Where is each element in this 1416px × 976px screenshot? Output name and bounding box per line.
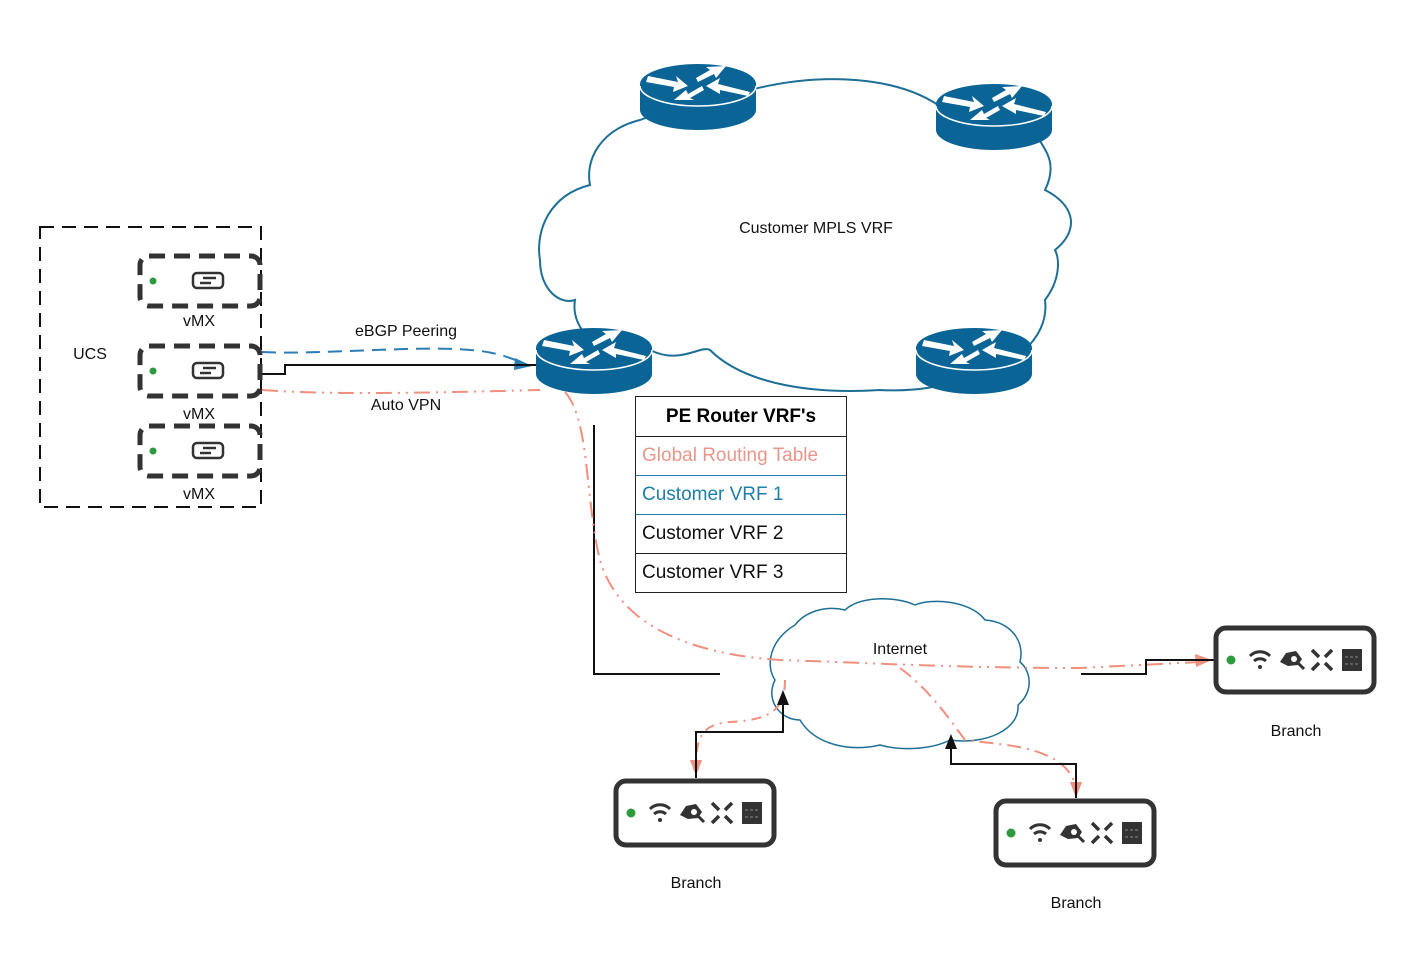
vrf-row-global: Global Routing Table bbox=[636, 436, 846, 475]
vmx-label-2: vMX bbox=[183, 406, 215, 423]
pe-internet-link bbox=[593, 425, 720, 675]
branch-label-middle: Branch bbox=[1051, 895, 1102, 912]
branch-device-right[interactable] bbox=[1216, 628, 1374, 692]
vrf-row-customer-3: Customer VRF 3 bbox=[636, 553, 846, 592]
branch-device-middle[interactable] bbox=[996, 801, 1154, 865]
ebgp-peering-link bbox=[261, 347, 531, 367]
vmx-node-3[interactable] bbox=[140, 426, 260, 476]
vrf-row-customer-2: Customer VRF 2 bbox=[636, 514, 846, 553]
pe-router-vrf-table: PE Router VRF's Global Routing Table Cus… bbox=[635, 396, 847, 593]
mpls-cloud-label: Customer MPLS VRF bbox=[739, 220, 893, 237]
internet-cloud-label: Internet bbox=[873, 641, 928, 658]
vrf-row-customer-1: Customer VRF 1 bbox=[636, 475, 846, 514]
branch-right-link bbox=[1081, 659, 1214, 675]
mpls-router-top-right[interactable] bbox=[935, 83, 1053, 151]
branch-left-link bbox=[695, 700, 784, 778]
vmx-node-1[interactable] bbox=[140, 256, 260, 306]
autovpn-to-branch-left bbox=[695, 679, 786, 769]
vmx-label-3: vMX bbox=[183, 486, 215, 503]
vmx-label-1: vMX bbox=[183, 313, 215, 330]
branch-left-arrowhead bbox=[777, 690, 789, 705]
autovpn-pe-internet bbox=[564, 391, 1201, 670]
physical-link-vmx-pe bbox=[262, 364, 536, 375]
autovpn-to-branch-mid bbox=[899, 667, 1077, 791]
vmx-node-2[interactable] bbox=[140, 346, 260, 396]
branch-mid-arrowhead bbox=[945, 734, 957, 749]
pe-router[interactable] bbox=[535, 327, 653, 395]
branch-label-right: Branch bbox=[1271, 723, 1322, 740]
mpls-router-top-left[interactable] bbox=[639, 63, 757, 131]
internet-cloud bbox=[769, 598, 1030, 750]
autovpn-label: Auto VPN bbox=[371, 397, 441, 414]
branch-device-left[interactable] bbox=[616, 781, 774, 845]
vrf-table-title: PE Router VRF's bbox=[665, 405, 817, 427]
ucs-label: UCS bbox=[73, 346, 107, 363]
branch-mid-link bbox=[950, 745, 1077, 798]
ebgp-peering-label: eBGP Peering bbox=[355, 323, 457, 340]
branch-label-left: Branch bbox=[671, 875, 722, 892]
autovpn-link bbox=[261, 389, 541, 395]
mpls-router-bottom-right[interactable] bbox=[915, 327, 1033, 395]
